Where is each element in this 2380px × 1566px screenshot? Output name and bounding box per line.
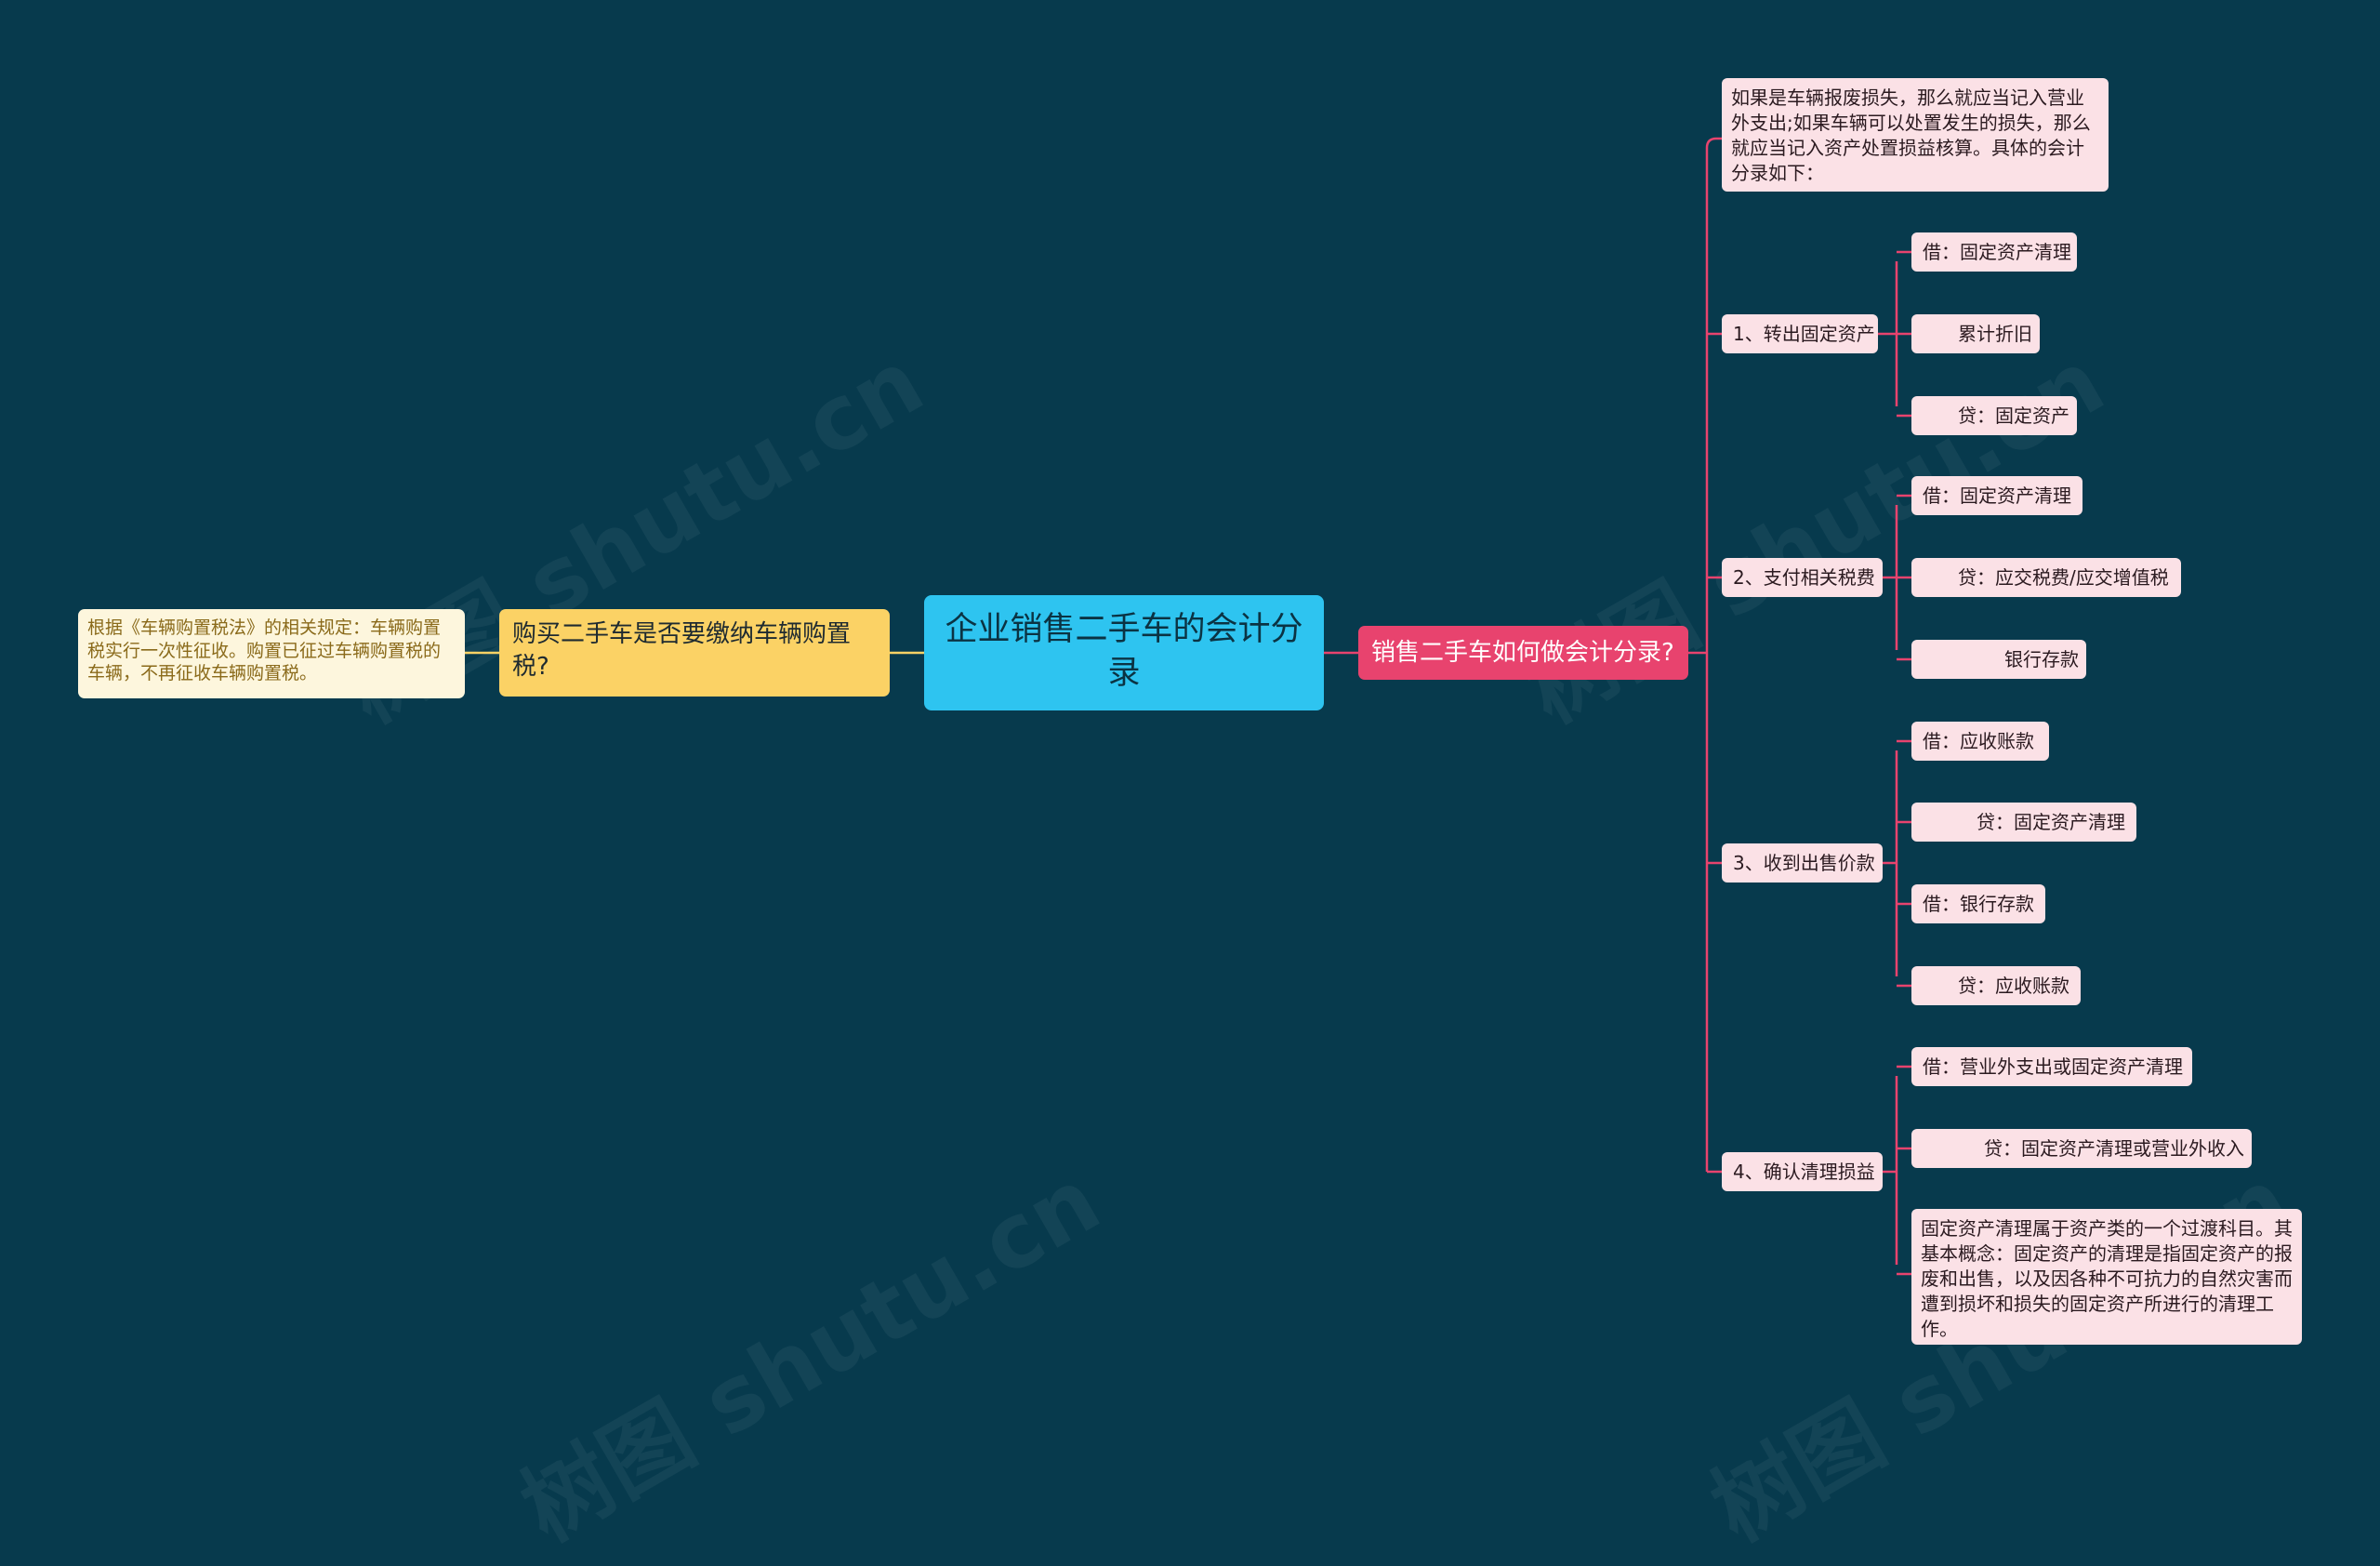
step-2-item[interactable]: 银行存款 — [1911, 640, 2086, 679]
right-branch-intro[interactable]: 如果是车辆报废损失，那么就应当记入营业外支出;如果车辆可以处置发生的损失，那么就… — [1722, 78, 2109, 192]
step-3-item[interactable]: 贷：应收账款 — [1911, 966, 2081, 1005]
step-2-item[interactable]: 借：固定资产清理 — [1911, 476, 2082, 515]
left-branch-answer[interactable]: 根据《车辆购置税法》的相关规定：车辆购置税实行一次性征收。购置已征过车辆购置税的… — [78, 609, 465, 698]
step-1-item[interactable]: 贷：固定资产 — [1911, 396, 2077, 435]
step-1-item[interactable]: 累计折旧 — [1911, 314, 2040, 353]
step-4-item[interactable]: 借：营业外支出或固定资产清理 — [1911, 1047, 2192, 1086]
connector-right-trunk — [1688, 137, 1722, 1174]
step-3-item[interactable]: 借：银行存款 — [1911, 884, 2045, 923]
left-branch-question[interactable]: 购买二手车是否要缴纳车辆购置税? — [499, 609, 890, 697]
connector-lines — [465, 137, 1911, 1276]
step-3-item[interactable]: 借：应收账款 — [1911, 722, 2049, 761]
connector-step-3 — [1883, 739, 1911, 988]
step-1-node[interactable]: 1、转出固定资产 — [1722, 314, 1878, 353]
right-branch-question[interactable]: 销售二手车如何做会计分录? — [1358, 626, 1688, 680]
step-2-item[interactable]: 贷：应交税费/应交增值税 — [1911, 558, 2181, 597]
connector-step-4 — [1883, 1065, 1911, 1276]
step-4-note[interactable]: 固定资产清理属于资产类的一个过渡科目。其基本概念：固定资产的清理是指固定资产的报… — [1911, 1209, 2302, 1345]
step-4-item[interactable]: 贷：固定资产清理或营业外收入 — [1911, 1129, 2252, 1168]
step-4-node[interactable]: 4、确认清理损益 — [1722, 1152, 1883, 1191]
step-1-item[interactable]: 借：固定资产清理 — [1911, 232, 2077, 272]
mindmap-canvas: 树图 shutu.cn 树图 shutu.cn 树图 shutu.cn 树图 s… — [78, 78, 2307, 1561]
root-topic[interactable]: 企业销售二手车的会计分录 — [924, 595, 1324, 710]
connector-step-2 — [1883, 494, 1911, 661]
step-3-item[interactable]: 贷：固定资产清理 — [1911, 803, 2136, 842]
step-3-node[interactable]: 3、收到出售价款 — [1722, 843, 1883, 883]
connector-step-1 — [1878, 250, 1911, 418]
step-2-node[interactable]: 2、支付相关税费 — [1722, 558, 1883, 597]
